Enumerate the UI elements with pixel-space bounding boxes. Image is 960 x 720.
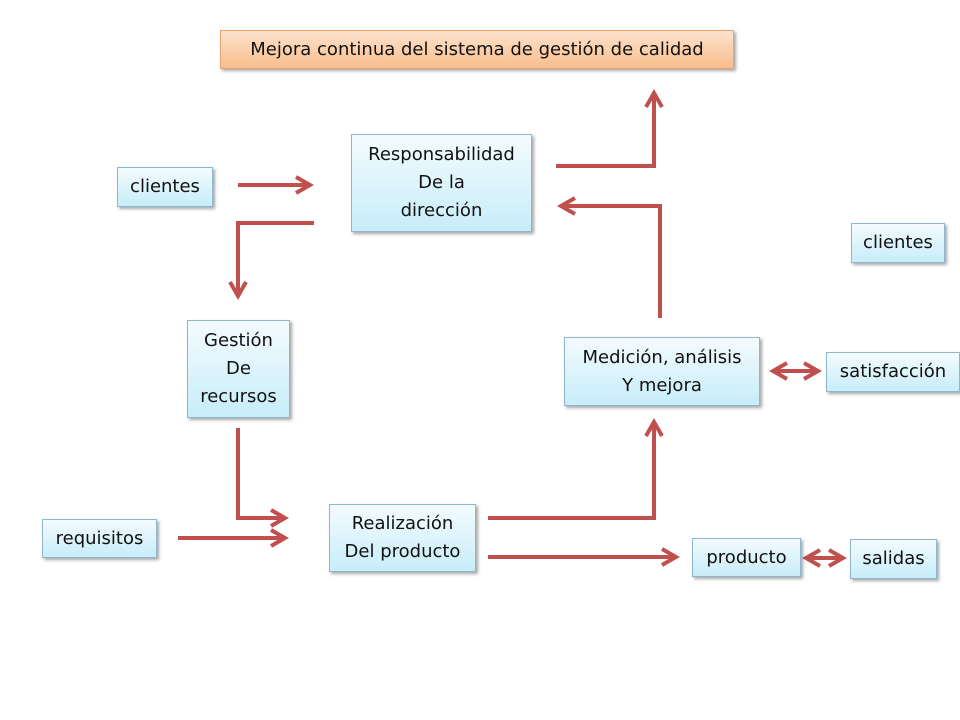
node-gestion-recursos: Gestión De recursos [187, 320, 290, 418]
title-box: Mejora continua del sistema de gestión d… [220, 30, 734, 69]
arrow-responsabilidad-to-mejora-continua [556, 88, 664, 168]
node-responsabilidad-direccion: Responsabilidad De la dirección [351, 134, 532, 232]
node-satisfaccion: satisfacción [826, 352, 960, 392]
node-requisitos: requisitos [42, 519, 157, 558]
title-text: Mejora continua del sistema de gestión d… [250, 38, 704, 60]
node-producto: producto [692, 538, 801, 577]
arrow-responsabilidad-to-gestion [228, 221, 314, 301]
node-medicion-analisis-mejora: Medición, análisis Y mejora [564, 337, 760, 406]
arrow-realizacion-to-medicion [488, 417, 664, 520]
node-clientes-output: clientes [851, 223, 945, 263]
arrow-medicion-to-responsabilidad [556, 196, 662, 318]
node-clientes-input: clientes [117, 167, 213, 207]
node-salidas: salidas [850, 539, 937, 579]
node-realizacion-producto: Realización Del producto [329, 504, 476, 572]
arrow-gestion-to-realizacion [236, 428, 290, 528]
